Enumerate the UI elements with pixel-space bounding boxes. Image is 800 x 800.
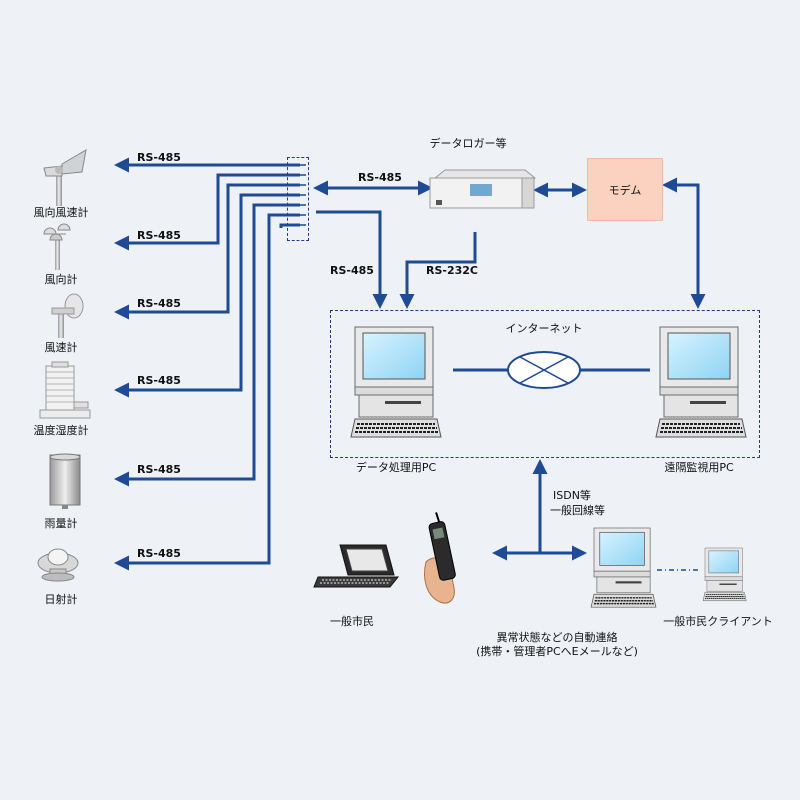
hub-pc-link [316, 210, 388, 309]
client-label: 一般市民クライアント [663, 615, 773, 628]
internet-zone-box [330, 310, 760, 458]
isdn-label: ISDN等 [553, 489, 591, 502]
bus-line-5 [114, 203, 300, 487]
rain-gauge-icon [49, 453, 81, 509]
sensor-label-rain: 雨量計 [44, 517, 78, 530]
link-label-1: RS-485 [137, 151, 181, 164]
logger-rs485-label: RS-485 [358, 171, 402, 184]
bus-line-3 [114, 183, 300, 320]
sensor-label-temp-humidity: 温度湿度計 [33, 424, 89, 437]
internet-cloud-icon [507, 351, 581, 389]
bus-line-6 [114, 213, 300, 571]
auto-contact-label: 異常状態などの自動連絡 [496, 631, 618, 644]
sensor-label-wind-speed: 風速計 [44, 341, 78, 354]
internet-label: インターネット [505, 322, 583, 335]
data-pc-label: データ処理用PC [355, 461, 437, 474]
wind-vane-anemometer-icon [43, 149, 87, 206]
radiation-shield-icon [39, 361, 91, 419]
link-label-5: RS-485 [137, 463, 181, 476]
logger-label: データロガー等 [429, 137, 507, 150]
mobile-phone-icon [424, 512, 456, 604]
pyranometer-icon [37, 548, 79, 582]
link-label-3: RS-485 [137, 297, 181, 310]
propeller-anemometer-icon [51, 293, 84, 338]
sensor-label-solar: 日射計 [44, 593, 78, 606]
admin-pc-icon [590, 527, 657, 608]
modem-remote-link [662, 177, 706, 309]
modem-label: モデム [608, 183, 642, 197]
bus-line-7 [279, 223, 300, 228]
bus-line-2 [114, 173, 300, 251]
sensor-label-wind-dir: 風向計 [44, 273, 78, 286]
cup-anemometer-icon [43, 223, 71, 270]
link-label-2: RS-485 [137, 229, 181, 242]
data-pc-icon [350, 326, 442, 438]
sensor-label-wind-dir-speed: 風向風速計 [33, 206, 89, 219]
general-line-label: 一般回線等 [550, 504, 605, 517]
logger-pc-link [399, 232, 477, 309]
pc-rs485-label: RS-485 [330, 264, 374, 277]
client-pc-icon [702, 547, 747, 602]
data-logger-icon [429, 169, 536, 209]
bus-line-4 [114, 193, 300, 398]
rs232c-label: RS-232C [426, 264, 478, 277]
auto-contact-sub-label: (携帯・管理者PCへEメールなど) [476, 645, 638, 658]
junction-hub [287, 157, 309, 241]
pda-icon [313, 544, 400, 588]
citizen-label: 一般市民 [330, 615, 374, 628]
remote-pc-icon [655, 326, 747, 438]
link-label-6: RS-485 [137, 547, 181, 560]
modem-box: モデム [587, 158, 663, 221]
link-label-4: RS-485 [137, 374, 181, 387]
remote-pc-label: 遠隔監視用PC [664, 461, 734, 474]
